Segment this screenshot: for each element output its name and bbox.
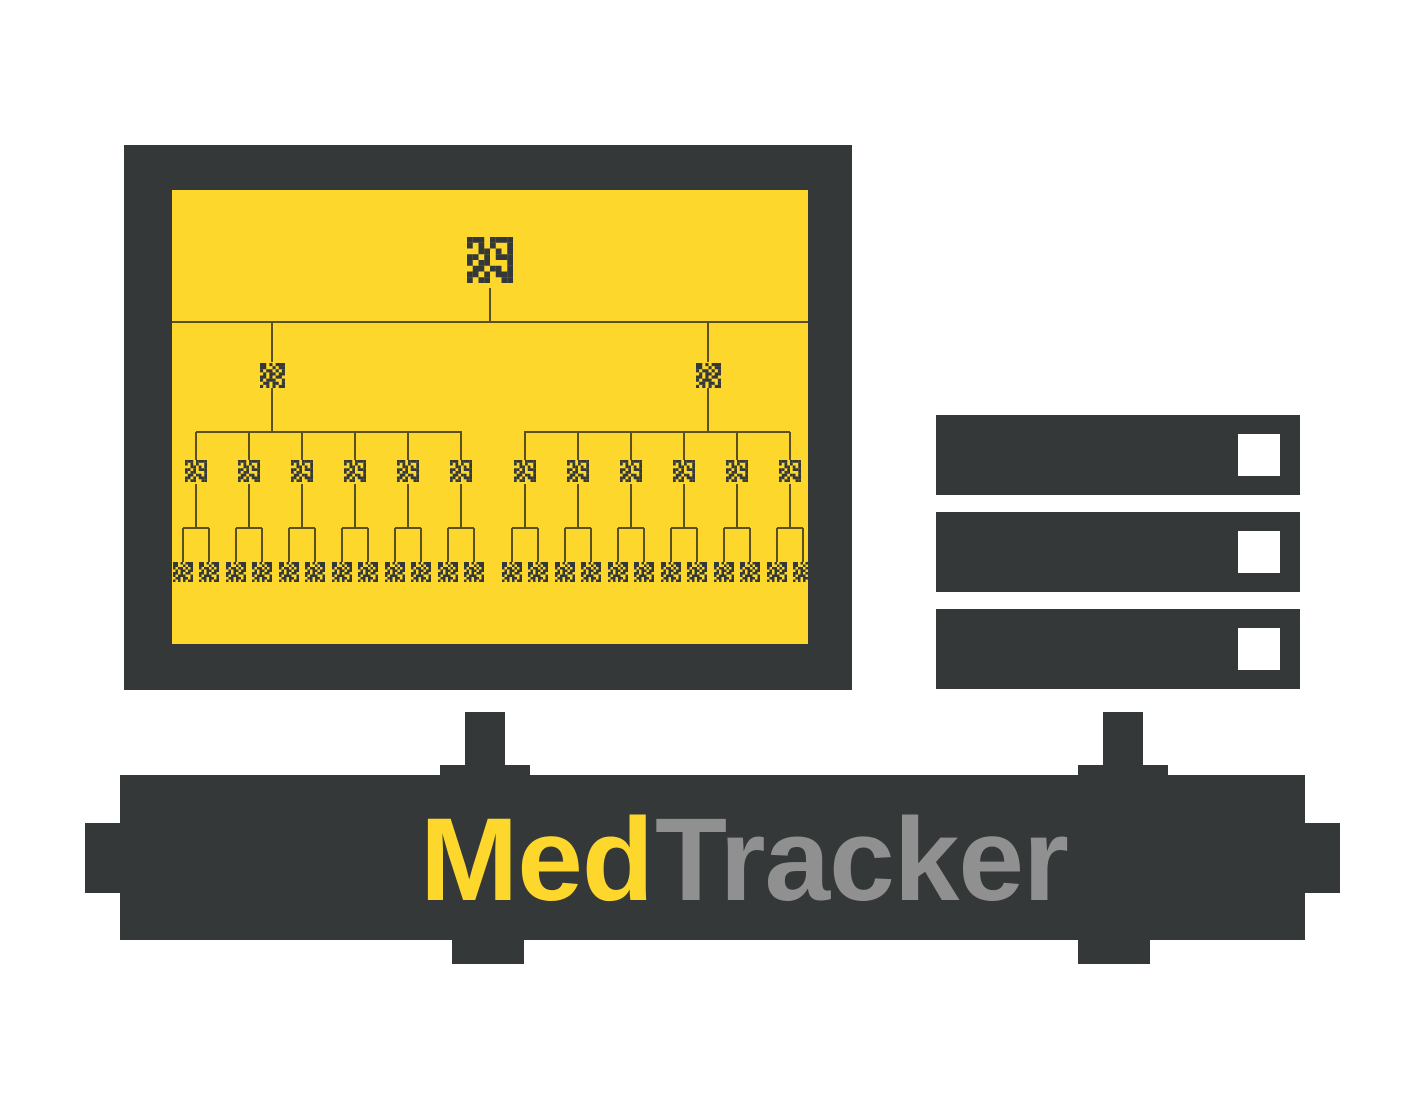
wordmark-secondary: Tracker bbox=[655, 794, 1068, 926]
server-status-indicator bbox=[1238, 531, 1280, 573]
desktop-monitor[interactable] bbox=[124, 145, 852, 690]
base-bar-body bbox=[120, 775, 1305, 940]
wordmark: Med Tracker bbox=[420, 794, 1069, 926]
base-right-tab bbox=[1300, 823, 1340, 893]
server-unit[interactable] bbox=[936, 609, 1300, 689]
base-foot-right bbox=[1078, 936, 1150, 964]
server-status-indicator bbox=[1238, 628, 1280, 670]
logo-base-bar bbox=[85, 775, 1340, 964]
wordmark-primary: Med bbox=[420, 794, 653, 926]
hierarchy-tree bbox=[172, 237, 813, 582]
base-left-tab bbox=[85, 823, 125, 893]
server-unit[interactable] bbox=[936, 415, 1300, 495]
server-rack[interactable] bbox=[936, 415, 1300, 689]
tree-connector-lines bbox=[172, 288, 808, 562]
server-unit[interactable] bbox=[936, 512, 1300, 592]
server-status-indicator bbox=[1238, 434, 1280, 476]
base-foot-left bbox=[452, 936, 524, 964]
